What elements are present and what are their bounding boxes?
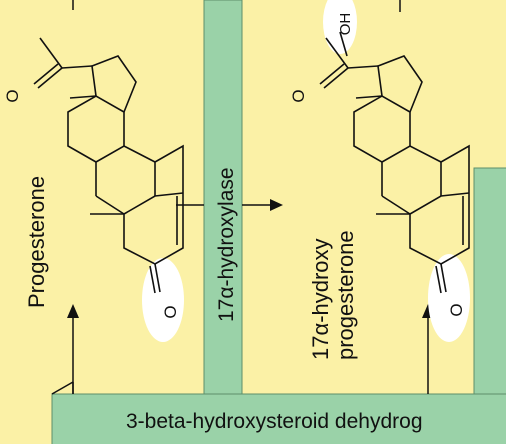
carbonyl-oxygen-label: O bbox=[161, 305, 180, 318]
hydroxyprogesterone-structure bbox=[319, 31, 470, 294]
connector-line bbox=[51, 381, 74, 395]
carbonyl-oxygen-label: O bbox=[3, 89, 22, 102]
carbonyl-highlight bbox=[142, 258, 184, 342]
progesterone-panel bbox=[0, 0, 204, 444]
hydroxyprogesterone-panel bbox=[242, 0, 506, 444]
dehydrogenase-enzyme-bar bbox=[51, 393, 506, 444]
carbonyl-oxygen-label: O bbox=[289, 89, 308, 102]
carbonyl-oxygen-label: O bbox=[447, 303, 466, 316]
reaction-arrow-head bbox=[270, 199, 283, 211]
hydroxyl-label: OH bbox=[337, 13, 354, 36]
enzyme-block-right bbox=[473, 167, 506, 395]
progesterone-label: Progesterone bbox=[24, 176, 49, 308]
hydroxyprogesterone-label-line1: 17α-hydroxy bbox=[308, 238, 333, 360]
hydroxyprogesterone-label-line2: progesterone bbox=[333, 230, 358, 360]
hydroxylase-label: 17α-hydroxylase bbox=[215, 167, 238, 322]
hydroxyl-highlight bbox=[323, 0, 357, 54]
hydroxylase-enzyme-bar bbox=[203, 0, 243, 395]
up-arrow-head bbox=[67, 304, 79, 318]
carbonyl-highlight bbox=[428, 254, 470, 342]
dehydrogenase-label: 3-beta-hydroxysteroid dehydrog bbox=[126, 410, 423, 433]
